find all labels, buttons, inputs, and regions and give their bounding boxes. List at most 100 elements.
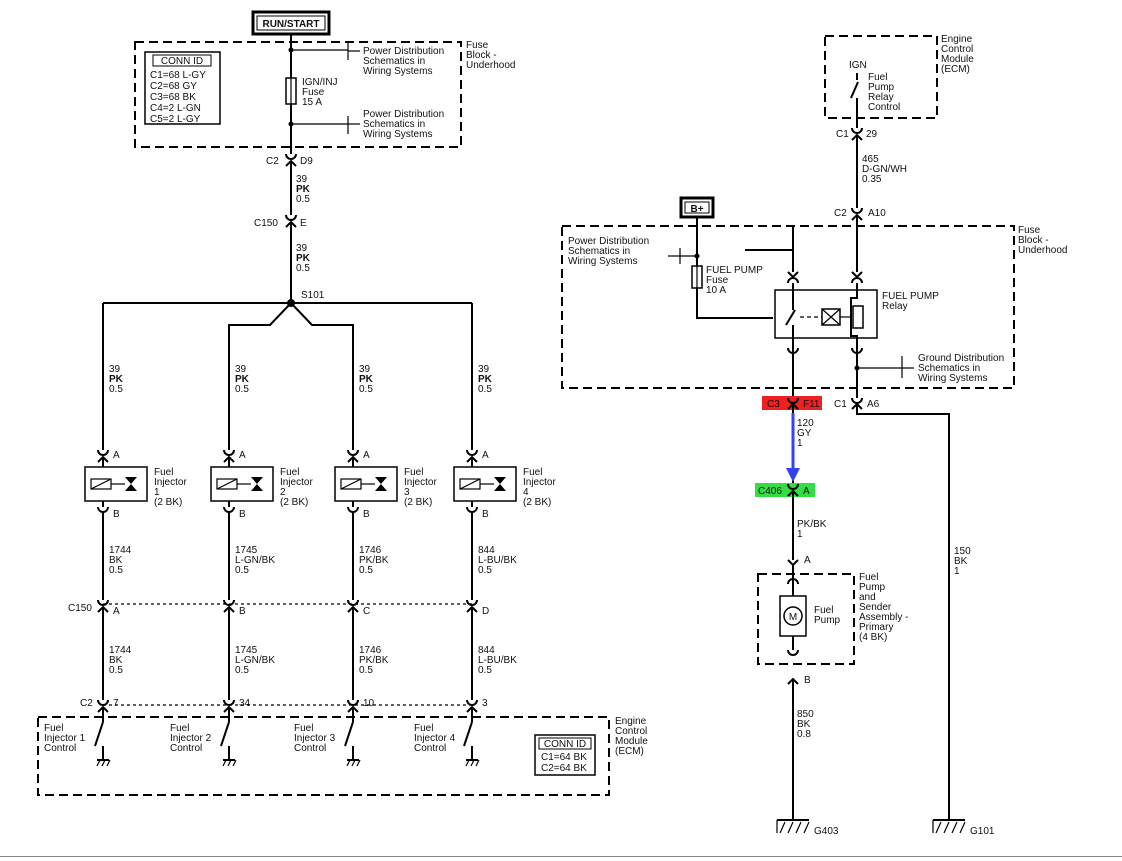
ground-dist-ref: Ground Distribution Schematics in Wiring…	[918, 353, 1007, 384]
left-power-dist-ref-bottom: Power Distribution Schematics in Wiring …	[363, 109, 447, 140]
svg-text:G101: G101	[970, 826, 995, 837]
left-ecm-boundary	[37, 716, 610, 796]
svg-text:S101: S101	[301, 290, 325, 301]
motor-icon	[783, 606, 803, 626]
c150-pin-D: D	[482, 606, 489, 617]
svg-text:E: E	[300, 218, 307, 229]
svg-text:A10: A10	[868, 208, 886, 219]
svg-text:A: A	[803, 486, 810, 497]
wire-pk-bk: PK/BK 1	[797, 519, 829, 540]
connector-c2-d9: C2 D9	[266, 153, 313, 167]
injector-1-pin-a: A	[113, 450, 120, 461]
left-conn-id-table: CONN ID C1=68 L-GY C2=68 GY C3=68 BK C4=…	[144, 51, 221, 125]
wire-150-bk: 150 BK 1	[954, 546, 973, 577]
c150-row-label: C150	[68, 603, 92, 614]
left-power-dist-ref-top: Power Distribution Schematics in Wiring …	[363, 46, 447, 77]
right-power-dist-ref: Power Distribution Schematics in Wiring …	[568, 236, 652, 267]
fuel-pump-label: Fuel Pump	[814, 605, 841, 626]
svg-text:C1: C1	[836, 129, 849, 140]
wire-120-gy: 120 GY 1	[797, 418, 816, 449]
wire-39-pk-b: 39 PK 0.5	[296, 243, 313, 274]
injector-2-pin-a: A	[239, 450, 246, 461]
right-fuse-block-boundary	[561, 225, 1015, 389]
svg-text:C406: C406	[758, 486, 782, 497]
ecm-c2-pin-34: 34	[239, 698, 251, 709]
svg-text:G403: G403	[814, 826, 839, 837]
svg-text:B+: B+	[690, 204, 703, 215]
svg-text:C2=64 BK: C2=64 BK	[541, 763, 587, 774]
highlight-arrow	[786, 413, 800, 482]
b-plus-label: B+	[679, 196, 715, 219]
c150-pin-B: B	[239, 606, 246, 617]
connector-c406-a: C406 A	[755, 483, 815, 497]
connector-c2-a10: C2 A10	[834, 207, 886, 221]
right-ecm-title: Engine Control Module (ECM)	[941, 34, 977, 75]
ign-inj-fuse-label: IGN/INJ Fuse 15 A	[302, 77, 340, 108]
injector-4-pin-b: B	[482, 509, 489, 520]
injector-4-pin-a: A	[482, 450, 489, 461]
svg-text:C150: C150	[254, 218, 278, 229]
svg-text:C1: C1	[834, 399, 847, 410]
svg-text:CONN ID: CONN ID	[161, 56, 203, 67]
svg-text:A: A	[804, 555, 811, 566]
injector-4-ground-icon	[465, 759, 480, 767]
svg-text:C4=2 L-GN: C4=2 L-GN	[150, 103, 201, 114]
svg-text:C2: C2	[834, 208, 847, 219]
svg-text:B: B	[804, 675, 811, 686]
fuel-pump-pin-b: B	[787, 675, 811, 686]
injector-1-pin-b: B	[113, 509, 120, 520]
left-fuse-block-title: Fuse Block - Underhood	[466, 40, 515, 71]
wire-850-bk: 850 BK 0.8	[797, 709, 816, 740]
left-fuse-block-boundary	[134, 41, 462, 148]
ecm-c2-pin-3: 3	[482, 698, 488, 709]
fuel-pump-fuse-label: FUEL PUMP Fuse 10 A	[706, 265, 765, 296]
ecm-c2-pin-7: 7	[113, 698, 119, 709]
svg-text:D9: D9	[300, 156, 313, 167]
fuel-pump-assembly-label: Fuel Pump and Sender Assembly - Primary …	[859, 572, 911, 643]
svg-text:CONN ID: CONN ID	[544, 739, 586, 750]
c150-pin-C: C	[363, 606, 370, 617]
connector-c3-f11: C3 F11	[762, 396, 822, 410]
svg-text:A6: A6	[867, 399, 880, 410]
svg-text:C1=64 BK: C1=64 BK	[541, 752, 587, 763]
wire-39-pk-a: 39 PK 0.5	[296, 174, 313, 205]
svg-text:C1=68 L-GY: C1=68 L-GY	[150, 70, 206, 81]
ground-g403-icon: G403	[776, 819, 839, 837]
svg-text:F11: F11	[803, 399, 820, 410]
ecm-ign-label: IGN	[849, 60, 867, 71]
injector-2-ground-icon	[222, 759, 237, 767]
fuel-pump-pin-a: A	[787, 555, 811, 567]
injector-3-pin-a: A	[363, 450, 370, 461]
c150-pin-A: A	[113, 606, 120, 617]
run-start-label: RUN/START	[251, 10, 331, 36]
right-fuse-block-title: Fuse Block - Underhood	[1018, 225, 1067, 256]
svg-text:C2: C2	[266, 156, 279, 167]
ecm-c2-pin-10: 10	[363, 698, 375, 709]
svg-text:M: M	[789, 612, 797, 623]
svg-text:C3: C3	[767, 399, 780, 410]
fuel-pump-assembly-boundary	[757, 573, 855, 665]
bottom-rule	[0, 856, 1122, 857]
